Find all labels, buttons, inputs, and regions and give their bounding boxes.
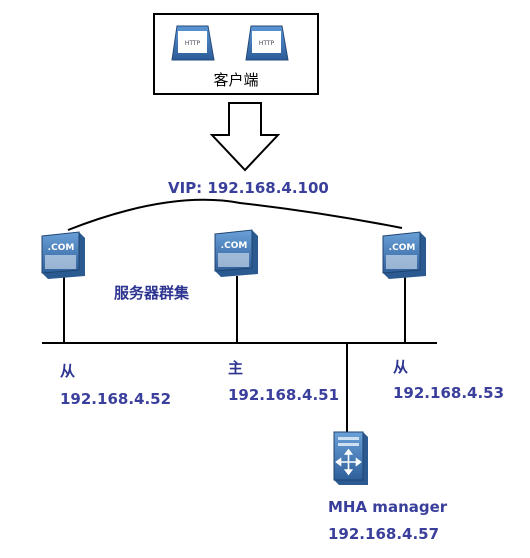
server-2-role: 主 — [228, 359, 244, 377]
server-2-icon: .COM — [214, 229, 258, 277]
client-device-2-label: HTTP — [259, 40, 275, 47]
client-device-1-label: HTTP — [185, 40, 201, 47]
manager-ip: 192.168.4.57 — [328, 525, 440, 543]
server-2-badge: .COM — [221, 241, 248, 251]
vip-label: VIP: 192.168.4.100 — [168, 179, 329, 197]
server-1-role: 从 — [60, 362, 76, 380]
client-device-2-icon: HTTP — [245, 25, 289, 61]
server-1-ip: 192.168.4.52 — [60, 390, 172, 408]
server-3-icon: .COM — [382, 231, 426, 279]
server-3-role: 从 — [393, 358, 409, 376]
server-3-badge: .COM — [389, 243, 416, 253]
down-arrow-icon — [209, 102, 281, 172]
server-1-icon: .COM — [41, 231, 85, 279]
vip-arc — [67, 198, 403, 231]
cluster-label: 服务器群集 — [114, 284, 190, 302]
server-3-ip: 192.168.4.53 — [393, 384, 505, 402]
manager-name: MHA manager — [328, 498, 448, 516]
server-2-ip: 192.168.4.51 — [228, 386, 340, 404]
client-device-1-icon: HTTP — [171, 25, 215, 61]
client-label: 客户端 — [213, 71, 259, 89]
server-1-badge: .COM — [48, 243, 75, 253]
mha-manager-server-icon — [333, 431, 368, 485]
